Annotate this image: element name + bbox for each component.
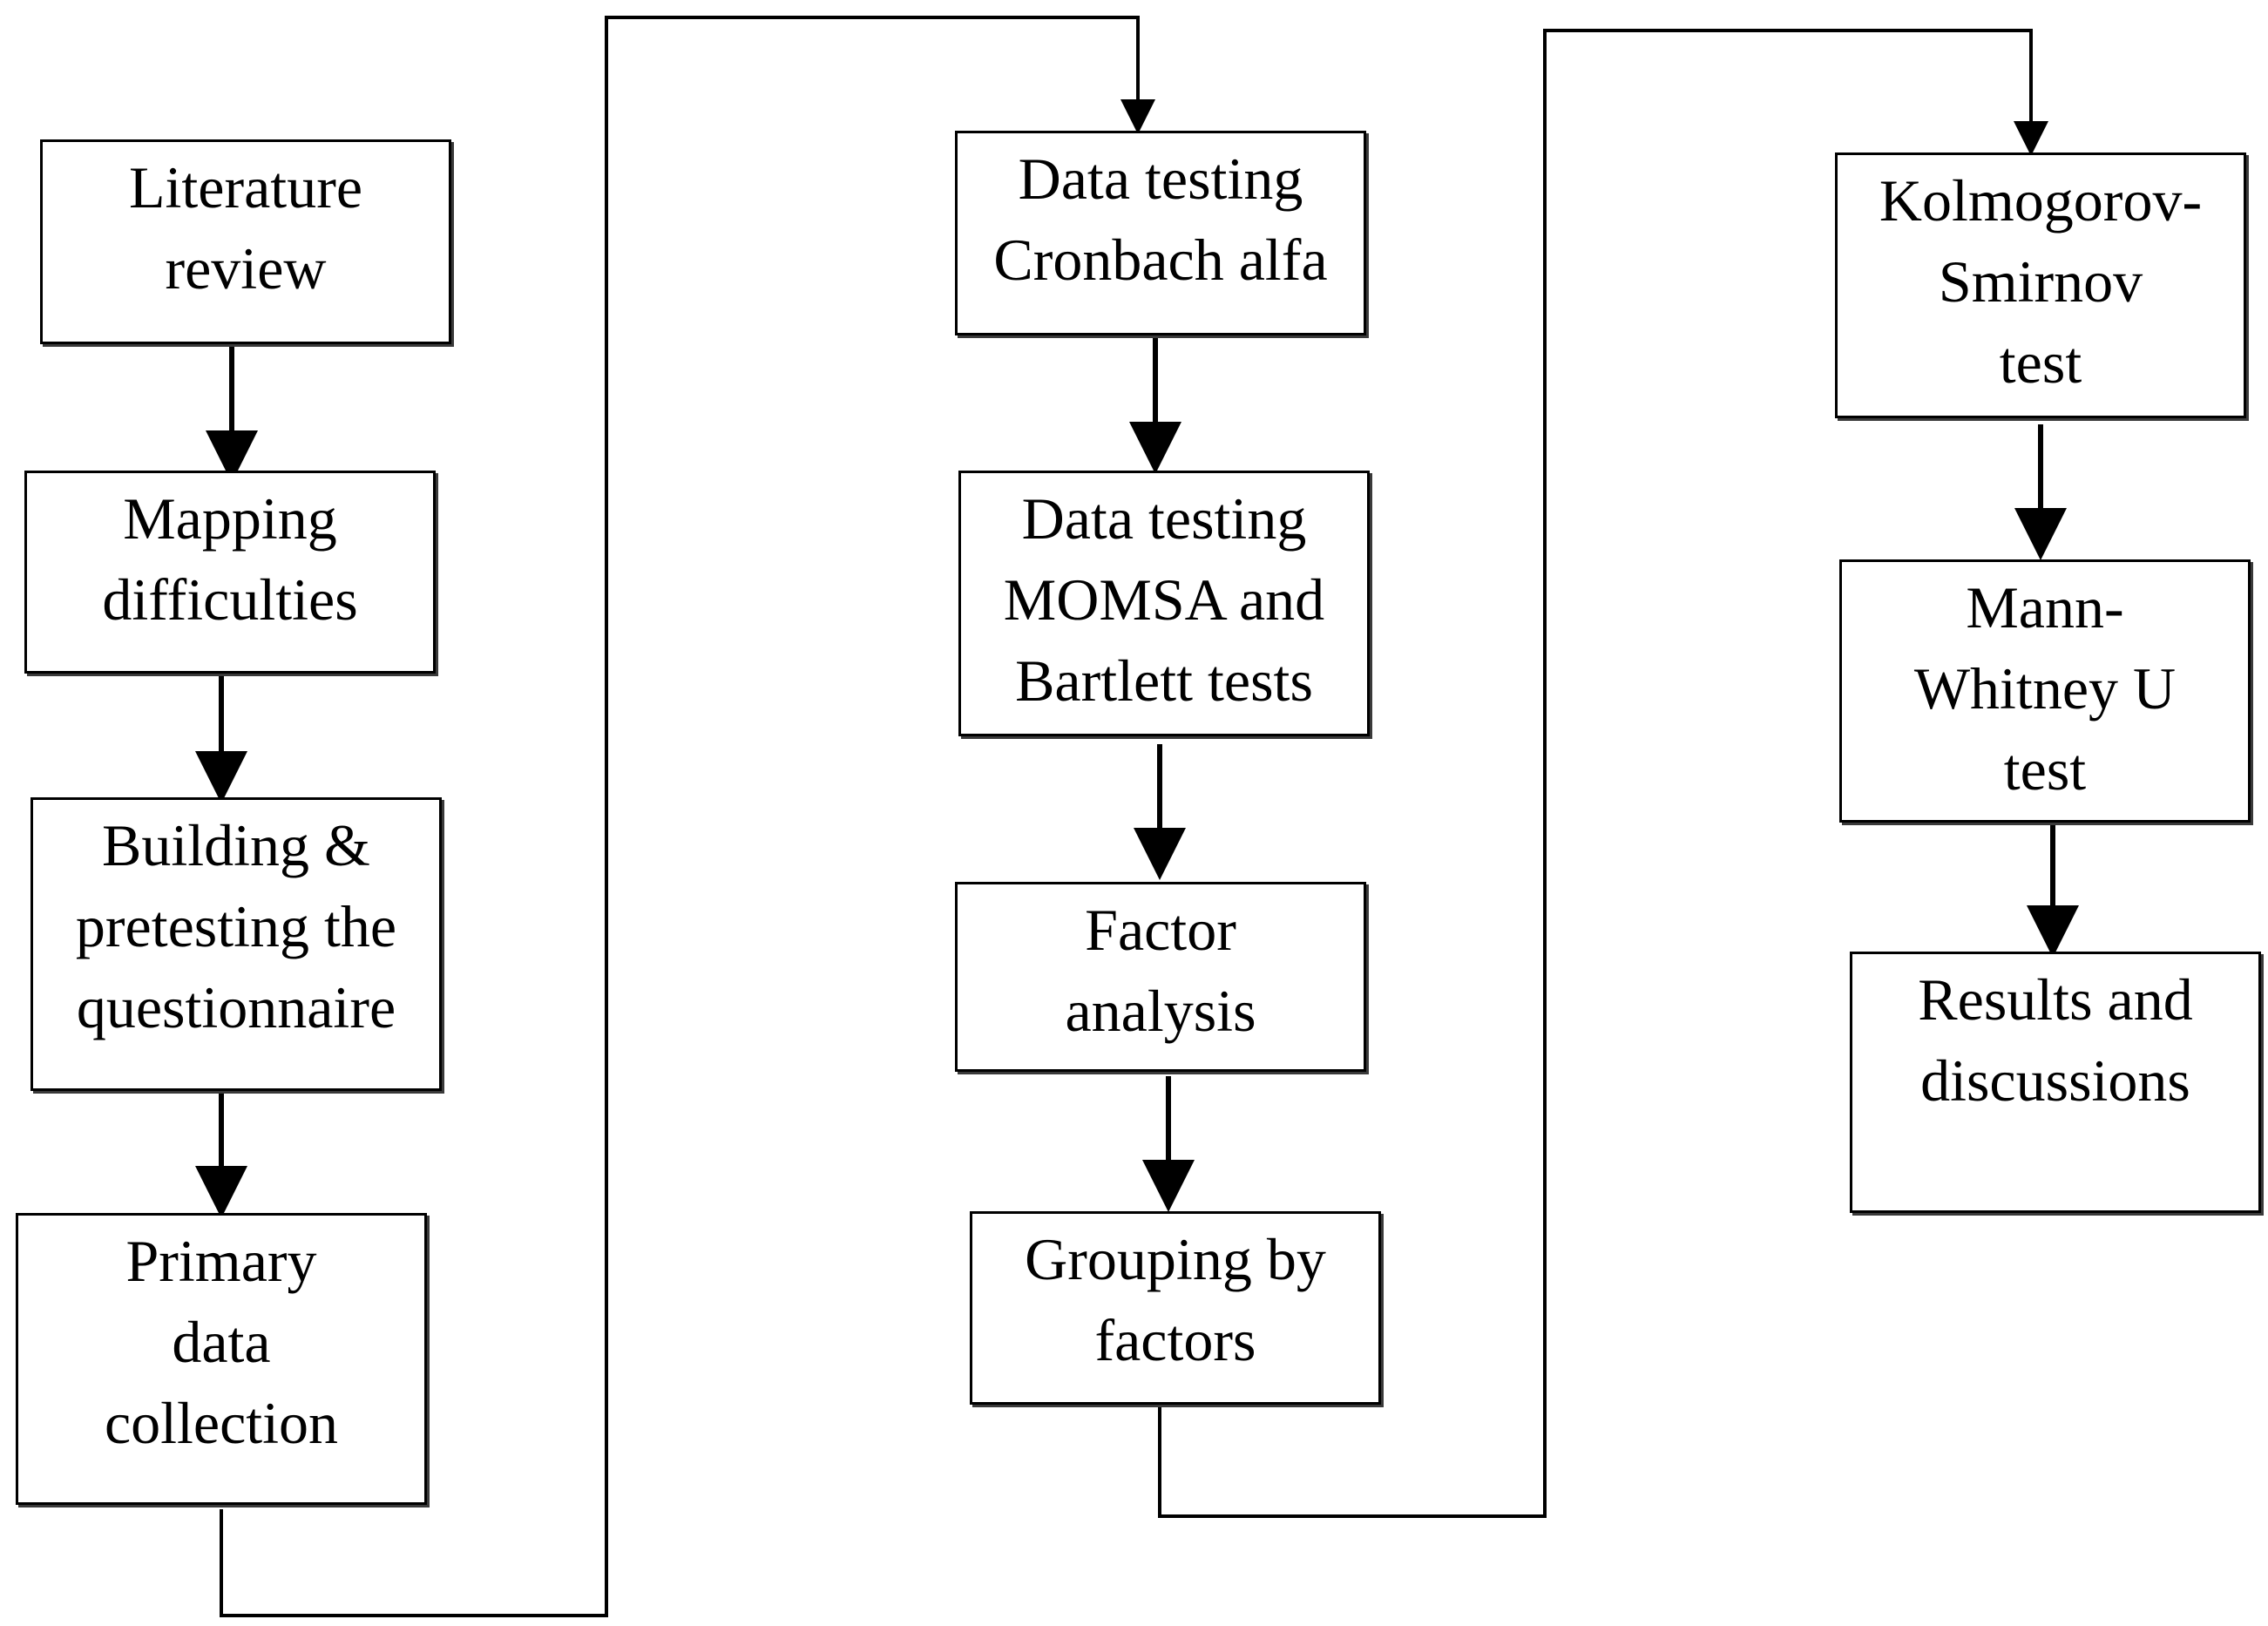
- connector-primary-to-cronbach: [220, 16, 1155, 1617]
- step-results-discussions: Results and discussions: [1850, 952, 2261, 1213]
- step-cronbach-alfa: Data testing Cronbach alfa: [955, 131, 1366, 335]
- step-mann-whitney: Mann- Whitney U test: [1839, 559, 2251, 823]
- step-momsa-bartlett: Data testing MOMSA and Bartlett tests: [958, 471, 1370, 736]
- step-label: Kolmogorov- Smirnov test: [1879, 167, 2203, 396]
- step-label: Mann- Whitney U test: [1913, 574, 2177, 803]
- step-label: Primary data collection: [104, 1228, 339, 1456]
- step-label: Data testing Cronbach alfa: [993, 146, 1328, 293]
- step-label: Literature review: [128, 154, 363, 301]
- step-mapping-difficulties: Mapping difficulties: [24, 471, 436, 674]
- step-label: Building & pretesting the questionnaire: [75, 812, 397, 1040]
- step-building-pretesting: Building & pretesting the questionnaire: [30, 797, 442, 1091]
- step-kolmogorov-smirnov: Kolmogorov- Smirnov test: [1835, 152, 2246, 418]
- step-primary-data-collection: Primary data collection: [16, 1213, 427, 1505]
- connector-grouping-to-kolmogorov: [1158, 29, 2048, 1518]
- step-grouping-by-factors: Grouping by factors: [970, 1211, 1381, 1405]
- step-factor-analysis: Factor analysis: [955, 882, 1366, 1072]
- step-literature-review: Literature review: [40, 139, 451, 344]
- step-label: Grouping by factors: [1025, 1226, 1326, 1373]
- step-label: Results and discussions: [1918, 966, 2193, 1114]
- step-label: Factor analysis: [1065, 897, 1256, 1044]
- step-label: Data testing MOMSA and Bartlett tests: [1003, 485, 1325, 714]
- step-label: Mapping difficulties: [102, 485, 358, 633]
